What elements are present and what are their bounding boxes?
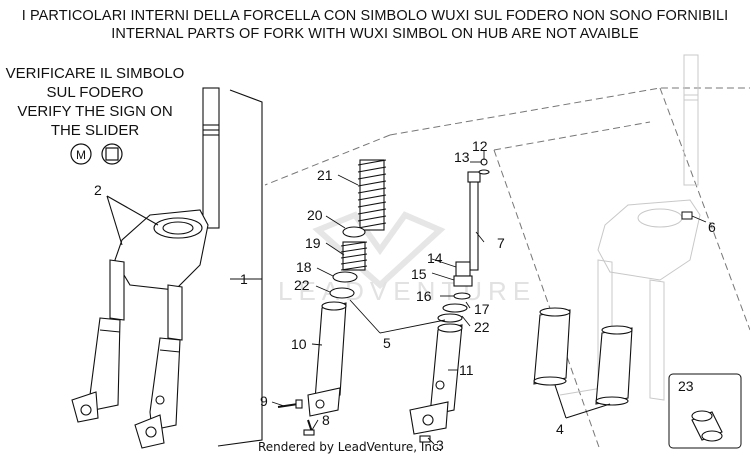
- callout-20: 20: [307, 207, 323, 223]
- callout-13: 13: [454, 149, 470, 165]
- damper-valve: [453, 261, 473, 287]
- callout-2: 2: [94, 182, 102, 198]
- spacer-washer: [332, 271, 358, 283]
- right-slider: [149, 337, 181, 431]
- callout-22-left: 22: [294, 277, 310, 293]
- axle-nut: [419, 435, 431, 443]
- note-line-3: VERIFY THE SIGN ON: [17, 103, 173, 120]
- callout-4: 4: [556, 421, 564, 437]
- callout-19: 19: [305, 235, 321, 251]
- callout-1: 1: [240, 271, 248, 287]
- note-line-2: SUL FODERO: [46, 84, 144, 101]
- callout-7: 7: [497, 235, 505, 251]
- fork-spring-short: [340, 241, 368, 271]
- steering-stem: [202, 87, 220, 229]
- bush-part: [691, 410, 723, 442]
- callout-17: 17: [474, 301, 490, 317]
- callout-16: 16: [416, 288, 432, 304]
- fork-boots: [533, 307, 633, 419]
- rod-washer: [478, 169, 490, 175]
- left-fork-slider: [307, 301, 347, 417]
- square-symbol-circle: [101, 143, 123, 165]
- rendered-by-footer: Rendered by LeadVenture, Inc.: [258, 440, 443, 454]
- callout-11: 11: [459, 362, 474, 378]
- callout-22-right: 22: [474, 319, 490, 335]
- callout-8: 8: [322, 412, 330, 428]
- square-symbol-square: [105, 147, 119, 161]
- header-english: INTERNAL PARTS OF FORK WITH WUXI SIMBOL …: [111, 26, 639, 42]
- damper-rod: [467, 171, 481, 271]
- callout-6: 6: [708, 219, 716, 235]
- o-ring-left: [329, 287, 355, 299]
- callout-14: 14: [427, 250, 443, 266]
- leadventure-watermark: LEADVENTURE: [278, 211, 536, 306]
- part-23-inset: [668, 373, 742, 449]
- note-line-1: VERIFICARE IL SIMBOLO: [5, 65, 185, 82]
- complete-fork-assembly: [71, 87, 263, 449]
- left-slider: [89, 317, 121, 411]
- drain-screw: [277, 399, 303, 409]
- callout-21: 21: [317, 167, 333, 183]
- right-upper-tube: [167, 284, 183, 341]
- spring-washer: [342, 226, 366, 238]
- bleed-plug: [681, 211, 693, 220]
- callout-5: 5: [383, 335, 391, 351]
- callout-23: 23: [678, 378, 694, 394]
- callout-15: 15: [411, 266, 427, 282]
- m-symbol-letter: M: [76, 148, 86, 162]
- fork-spring-long: [357, 159, 387, 231]
- left-upper-tube: [109, 259, 125, 321]
- seal-ring: [442, 303, 468, 313]
- m-symbol-circle: [70, 143, 92, 165]
- watermark-text: LEADVENTURE: [278, 276, 536, 306]
- callout-3: 3: [436, 437, 444, 453]
- valve-ring: [453, 292, 471, 300]
- note-line-4: THE SLIDER: [50, 122, 140, 139]
- right-fork-slider: [409, 323, 463, 435]
- callout-9: 9: [260, 393, 268, 409]
- bottom-screw: [303, 419, 315, 436]
- callout-10: 10: [291, 336, 307, 352]
- callout-18: 18: [296, 259, 312, 275]
- verify-symbol-note: VERIFICARE IL SIMBOLO SUL FODERO VERIFY …: [0, 64, 190, 140]
- callout-12: 12: [472, 138, 488, 154]
- callout-labels: 1 2 3 4 5 6 7 8 9 10 11 12 13 14 15 16 1…: [94, 138, 716, 453]
- exploded-group-outline: [264, 87, 750, 451]
- slider-sign-symbols: M: [70, 143, 123, 165]
- header-italian: I PARTICOLARI INTERNI DELLA FORCELLA CON…: [21, 8, 729, 24]
